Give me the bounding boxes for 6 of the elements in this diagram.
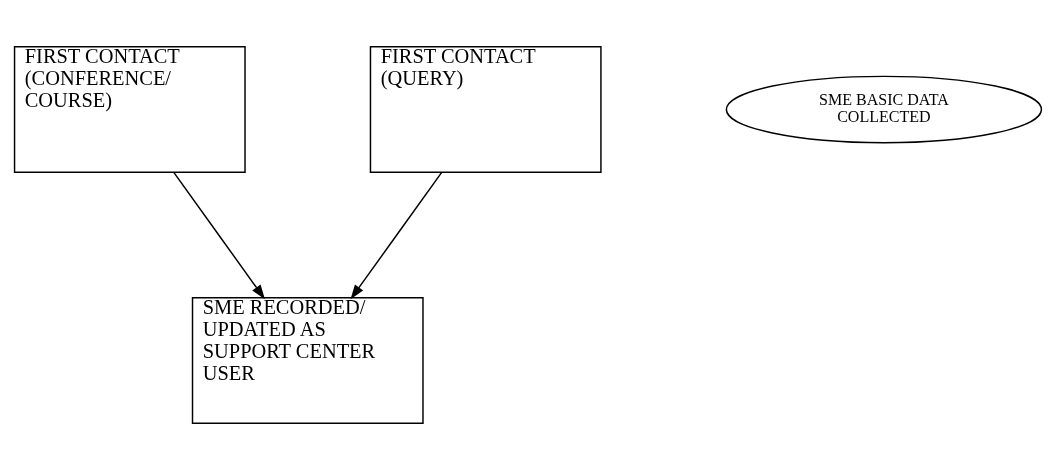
node-ellipse: SME BASIC DATA COLLECTED — [725, 75, 1043, 144]
node-box: SME RECORDED/ UPDATED AS SUPPORT CENTER USER — [191, 297, 424, 424]
arrow — [350, 171, 443, 300]
node-box: FIRST CONTACT (QUERY) — [369, 46, 602, 173]
arrow — [173, 171, 265, 300]
node-box: FIRST CONTACT (CONFERENCE/ COURSE) — [13, 46, 246, 173]
